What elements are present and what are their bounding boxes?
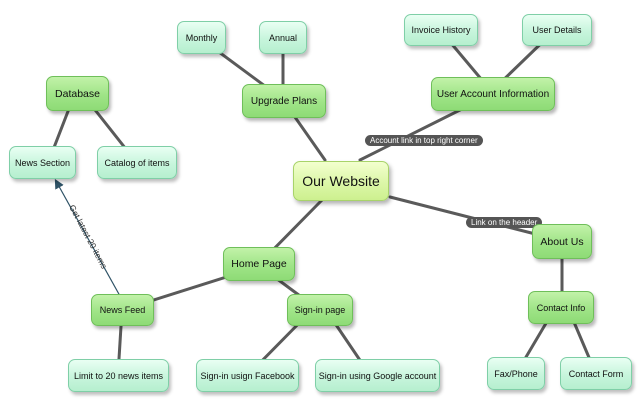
node-our-website[interactable]: Our Website <box>293 161 389 201</box>
node-signin-page[interactable]: Sign-in page <box>287 294 353 326</box>
node-monthly[interactable]: Monthly <box>177 21 226 54</box>
node-catalog-of-items[interactable]: Catalog of items <box>97 146 177 179</box>
edge-label-account-link: Account link in top right corner <box>365 135 483 146</box>
node-database[interactable]: Database <box>46 76 109 111</box>
node-about-us[interactable]: About Us <box>532 224 592 259</box>
node-news-section[interactable]: News Section <box>9 146 76 179</box>
node-user-details[interactable]: User Details <box>522 14 592 46</box>
node-annual[interactable]: Annual <box>259 21 307 54</box>
node-limit-news-items[interactable]: Limit to 20 news items <box>68 359 169 392</box>
node-fax-phone[interactable]: Fax/Phone <box>487 357 545 390</box>
arrow-newsfeed-to-newssection <box>54 178 121 297</box>
node-contact-form[interactable]: Contact Form <box>560 357 632 390</box>
node-invoice-history[interactable]: Invoice History <box>404 14 478 46</box>
node-contact-info[interactable]: Contact Info <box>528 291 594 324</box>
node-upgrade-plans[interactable]: Upgrade Plans <box>242 84 326 118</box>
node-news-feed[interactable]: News Feed <box>91 294 154 326</box>
edge-label-header-link: Link on the header <box>466 217 543 228</box>
node-signin-facebook[interactable]: Sign-in usign Facebook <box>196 359 299 392</box>
node-home-page[interactable]: Home Page <box>223 247 295 281</box>
node-user-account-information[interactable]: User Account Information <box>431 77 555 111</box>
node-signin-google[interactable]: Sign-in using Google account <box>315 359 440 392</box>
